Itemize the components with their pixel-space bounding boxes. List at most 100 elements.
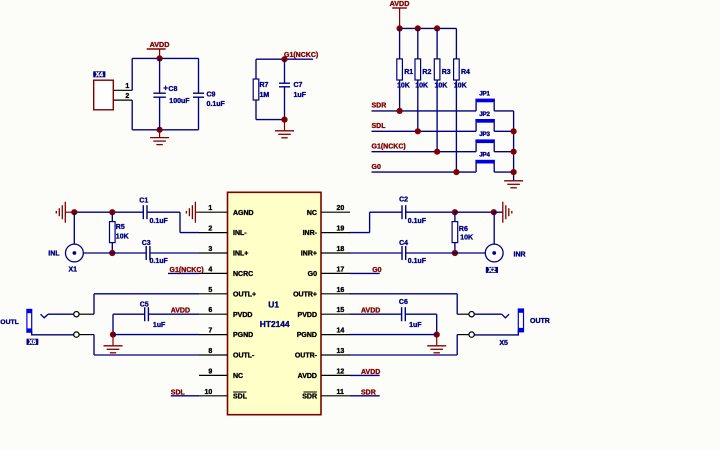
svg-text:12: 12 [337, 368, 345, 375]
svg-text:G0: G0 [308, 271, 317, 278]
svg-text:NC: NC [233, 373, 243, 380]
svg-text:JP2: JP2 [479, 111, 490, 118]
svg-text:SDR: SDR [302, 393, 317, 400]
svg-text:SDL: SDL [372, 123, 387, 130]
svg-text:19: 19 [337, 226, 345, 233]
svg-text:AVDD: AVDD [150, 40, 170, 49]
svg-text:OUTR+: OUTR+ [293, 291, 317, 298]
svg-text:8: 8 [208, 348, 212, 355]
svg-text:X4: X4 [96, 71, 104, 78]
svg-text:+: + [163, 84, 168, 93]
svg-text:C5: C5 [140, 302, 149, 309]
svg-text:C1: C1 [139, 197, 148, 204]
svg-text:SDR: SDR [372, 103, 387, 110]
svg-text:OUTL: OUTL [0, 319, 19, 326]
svg-text:10: 10 [205, 389, 213, 396]
svg-text:C3: C3 [142, 240, 151, 247]
svg-text:R4: R4 [461, 69, 470, 76]
svg-text:JP3: JP3 [479, 131, 490, 138]
svg-text:G1(NCKC): G1(NCKC) [372, 144, 406, 151]
svg-text:1: 1 [125, 83, 129, 90]
svg-text:4: 4 [208, 266, 212, 273]
svg-text:X1: X1 [69, 267, 78, 274]
svg-text:INL-: INL- [233, 230, 247, 237]
svg-text:R2: R2 [422, 69, 431, 76]
svg-text:20: 20 [337, 205, 345, 212]
svg-text:INR+: INR+ [301, 251, 317, 258]
svg-text:AGND: AGND [233, 210, 254, 217]
svg-text:JP1: JP1 [479, 90, 490, 97]
svg-text:2: 2 [208, 226, 212, 233]
svg-text:R7: R7 [260, 82, 269, 89]
svg-text:2: 2 [125, 93, 129, 100]
svg-text:10K: 10K [397, 82, 410, 89]
svg-text:OUTL-: OUTL- [233, 353, 255, 360]
svg-text:OUTL+: OUTL+ [233, 291, 256, 298]
svg-text:14: 14 [337, 328, 345, 335]
svg-text:X6: X6 [29, 339, 37, 346]
svg-text:1: 1 [208, 205, 212, 212]
svg-text:X2: X2 [488, 267, 496, 274]
svg-text:1M: 1M [260, 92, 270, 99]
svg-text:AVDD: AVDD [361, 369, 380, 376]
svg-text:PGND: PGND [297, 332, 317, 339]
svg-text:C9: C9 [207, 92, 216, 99]
svg-text:0.1uF: 0.1uF [408, 218, 427, 225]
svg-text:INR: INR [514, 251, 526, 258]
svg-text:AVDD: AVDD [390, 0, 410, 8]
svg-text:INL: INL [48, 251, 60, 258]
svg-text:10K: 10K [454, 82, 467, 89]
svg-text:10K: 10K [116, 233, 129, 240]
svg-text:18: 18 [337, 246, 345, 253]
svg-text:PVDD: PVDD [298, 312, 317, 319]
svg-text:0.1uF: 0.1uF [150, 218, 169, 225]
svg-text:R6: R6 [459, 226, 468, 233]
svg-text:10K: 10K [415, 82, 428, 89]
svg-text:10K: 10K [435, 82, 448, 89]
svg-text:JP4: JP4 [479, 152, 490, 159]
svg-text:AVDD: AVDD [361, 308, 380, 315]
svg-text:17: 17 [337, 266, 345, 273]
svg-text:OUTR: OUTR [530, 318, 550, 325]
svg-text:C7: C7 [294, 82, 303, 89]
svg-text:NCRC: NCRC [233, 271, 253, 278]
svg-text:100uF: 100uF [169, 98, 190, 105]
svg-text:1uF: 1uF [409, 322, 422, 329]
svg-text:PVDD: PVDD [233, 312, 252, 319]
svg-text:G0: G0 [372, 267, 381, 274]
svg-text:C2: C2 [399, 196, 408, 203]
svg-text:13: 13 [337, 348, 345, 355]
svg-text:5: 5 [208, 287, 212, 294]
svg-text:SDL: SDL [171, 389, 186, 396]
svg-text:9: 9 [208, 368, 212, 375]
svg-text:R3: R3 [442, 69, 451, 76]
svg-text:7: 7 [208, 328, 212, 335]
svg-text:C4: C4 [399, 240, 408, 247]
svg-text:C6: C6 [399, 299, 408, 306]
svg-text:1uF: 1uF [294, 92, 307, 99]
svg-text:AVDD: AVDD [171, 308, 190, 315]
svg-text:C8: C8 [168, 86, 177, 93]
svg-text:6: 6 [208, 307, 212, 314]
svg-text:0.1uF: 0.1uF [408, 258, 427, 265]
svg-text:NC: NC [307, 210, 317, 217]
svg-text:G0: G0 [372, 164, 381, 171]
svg-text:AVDD: AVDD [298, 373, 317, 380]
svg-text:G1(NCKC): G1(NCKC) [170, 267, 204, 274]
svg-text:INR-: INR- [303, 230, 318, 237]
svg-text:OUTR-: OUTR- [295, 353, 318, 360]
svg-text:10K: 10K [460, 234, 473, 241]
svg-text:INL+: INL+ [233, 251, 248, 258]
svg-text:1uF: 1uF [153, 322, 166, 329]
svg-text:PGND: PGND [233, 332, 253, 339]
svg-text:0.1uF: 0.1uF [207, 101, 226, 108]
svg-text:R5: R5 [116, 224, 125, 231]
svg-text:11: 11 [337, 389, 345, 396]
svg-text:SDL: SDL [233, 393, 248, 400]
svg-text:X5: X5 [499, 340, 508, 347]
svg-text:SDR: SDR [361, 389, 376, 396]
svg-text:16: 16 [337, 287, 345, 294]
svg-text:15: 15 [337, 307, 345, 314]
svg-text:R1: R1 [404, 69, 413, 76]
svg-text:0.1uF: 0.1uF [150, 258, 169, 265]
